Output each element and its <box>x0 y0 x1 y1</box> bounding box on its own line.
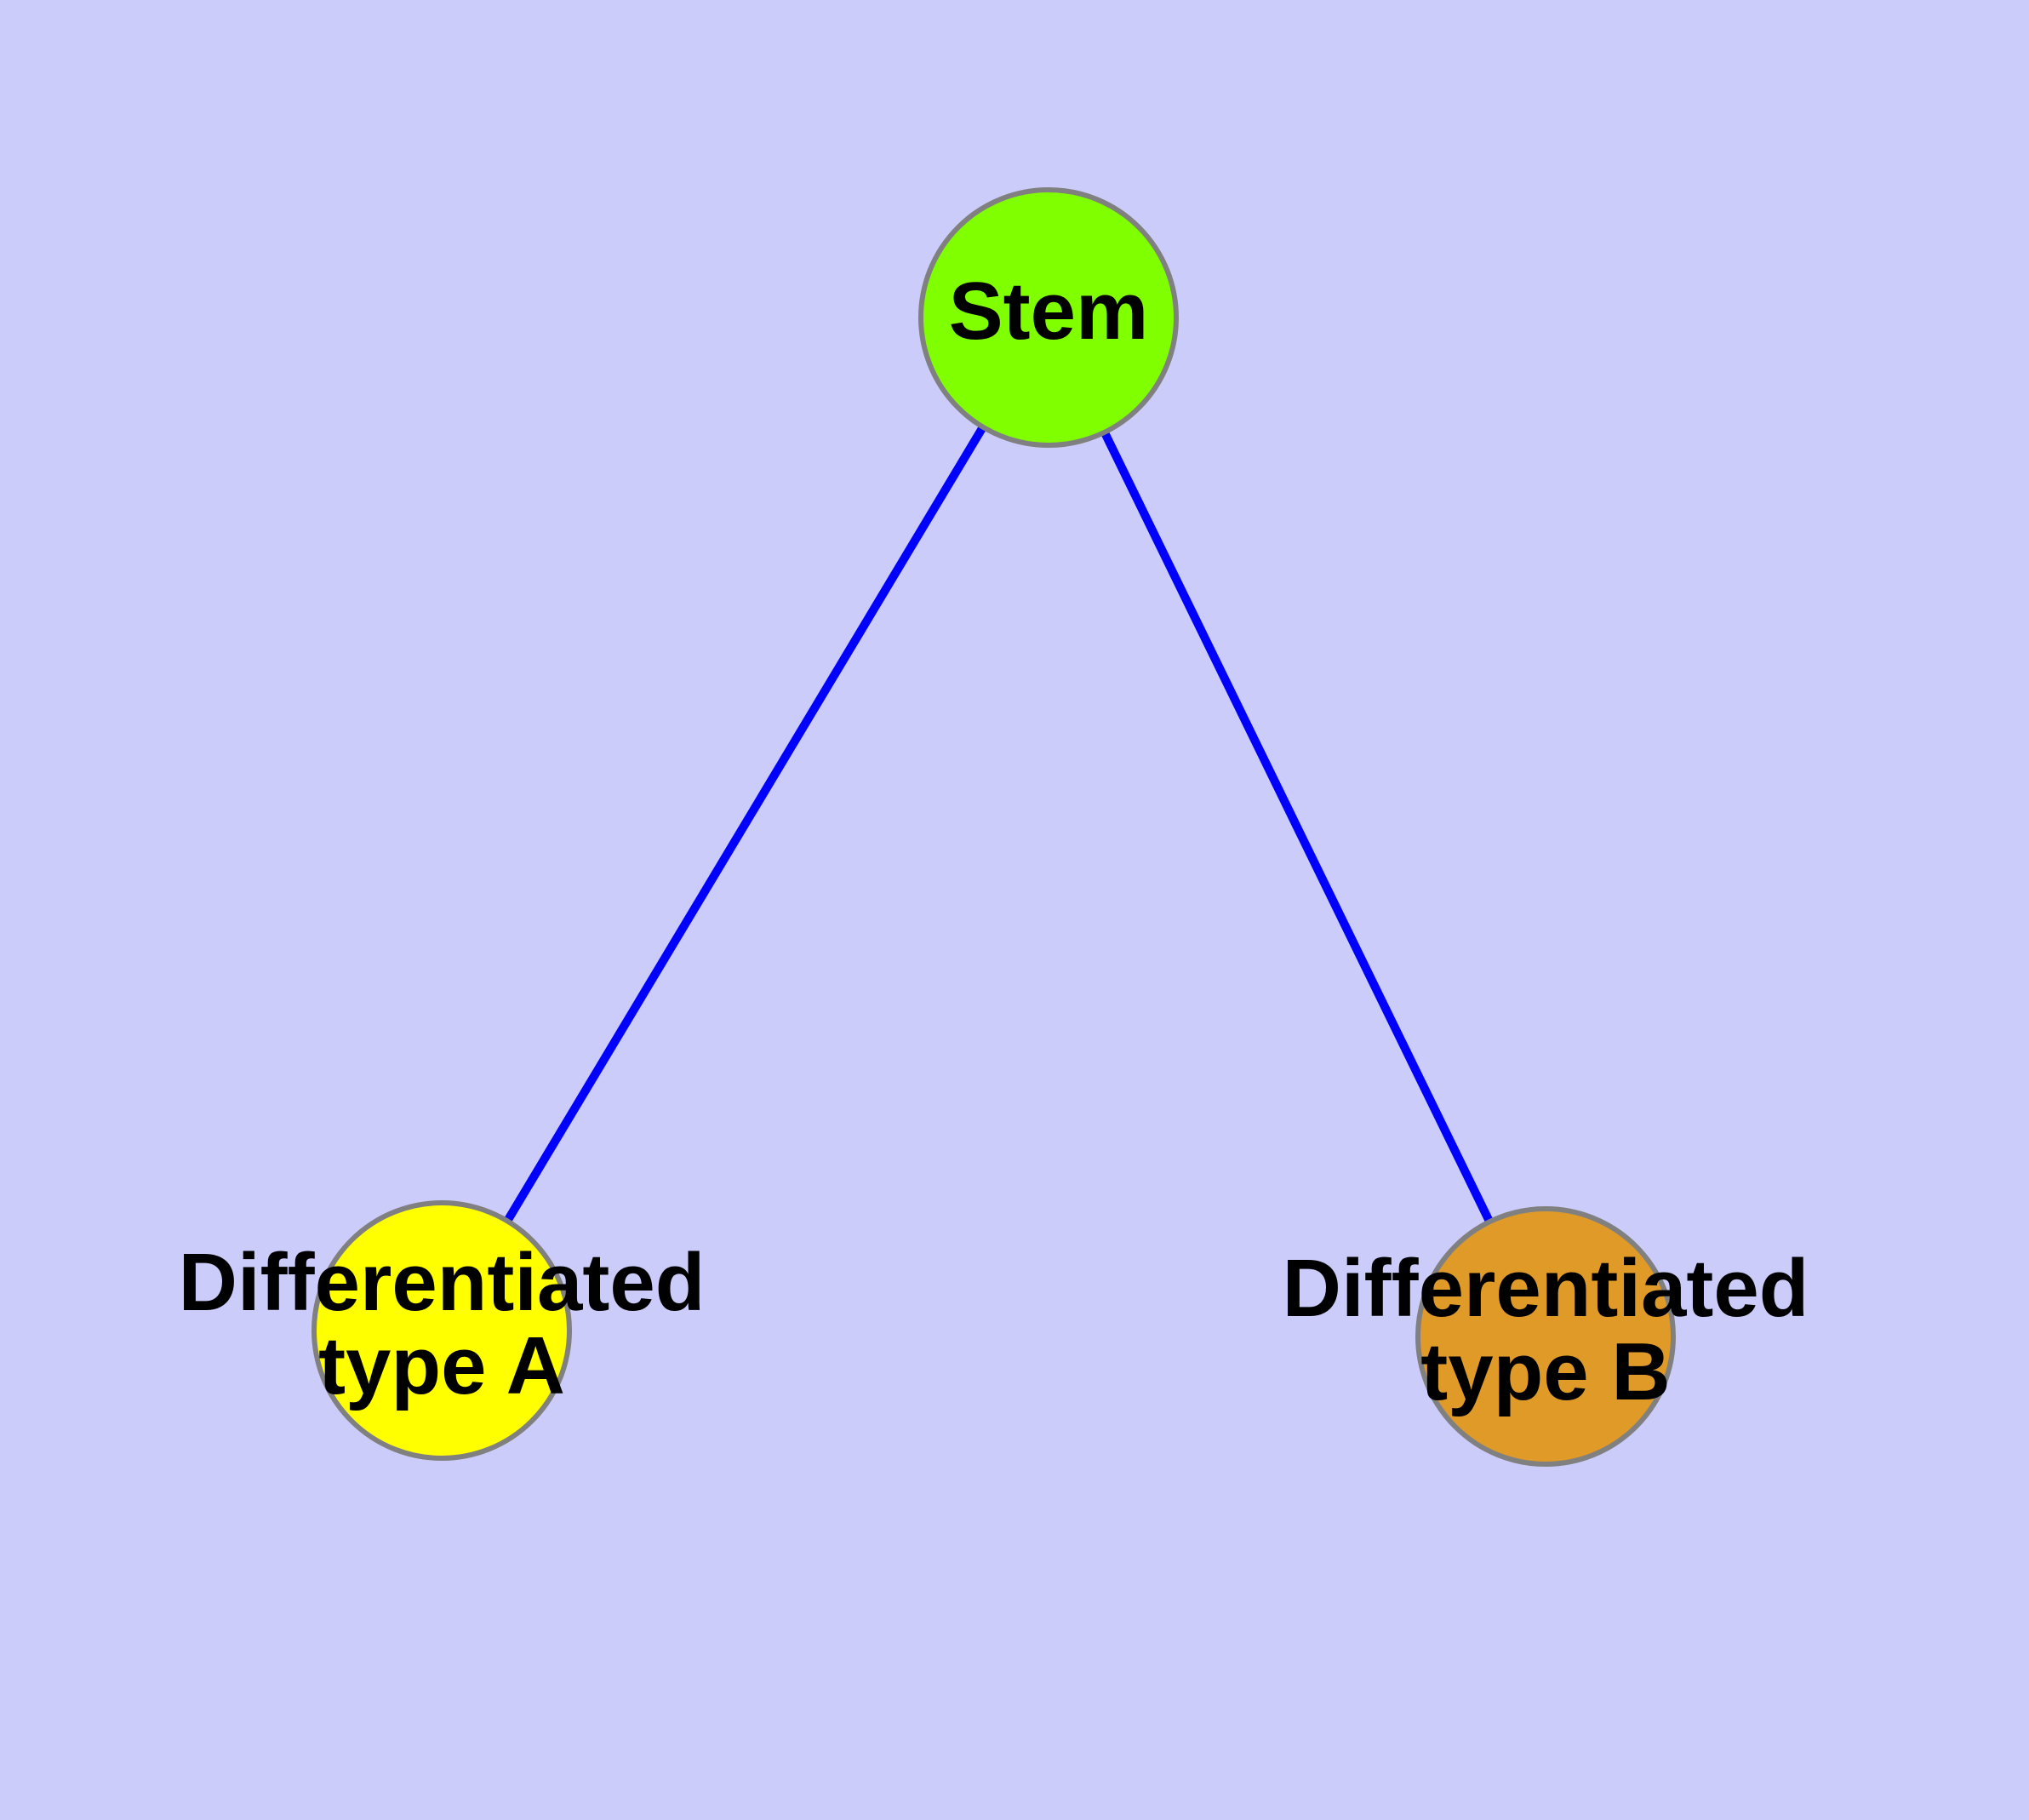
node-differentiated-type-b-circle[interactable] <box>1415 1206 1676 1467</box>
node-differentiated-type-a-circle[interactable] <box>311 1200 572 1461</box>
node-layer <box>311 187 1676 1467</box>
edge-stem-to-differentiated-type-a[interactable] <box>437 315 1053 1333</box>
edge-layer <box>437 315 1550 1339</box>
node-stem-label: Stem <box>949 266 1149 357</box>
node-stem-circle[interactable] <box>918 187 1179 448</box>
edge-stem-to-differentiated-type-b[interactable] <box>1044 315 1550 1339</box>
